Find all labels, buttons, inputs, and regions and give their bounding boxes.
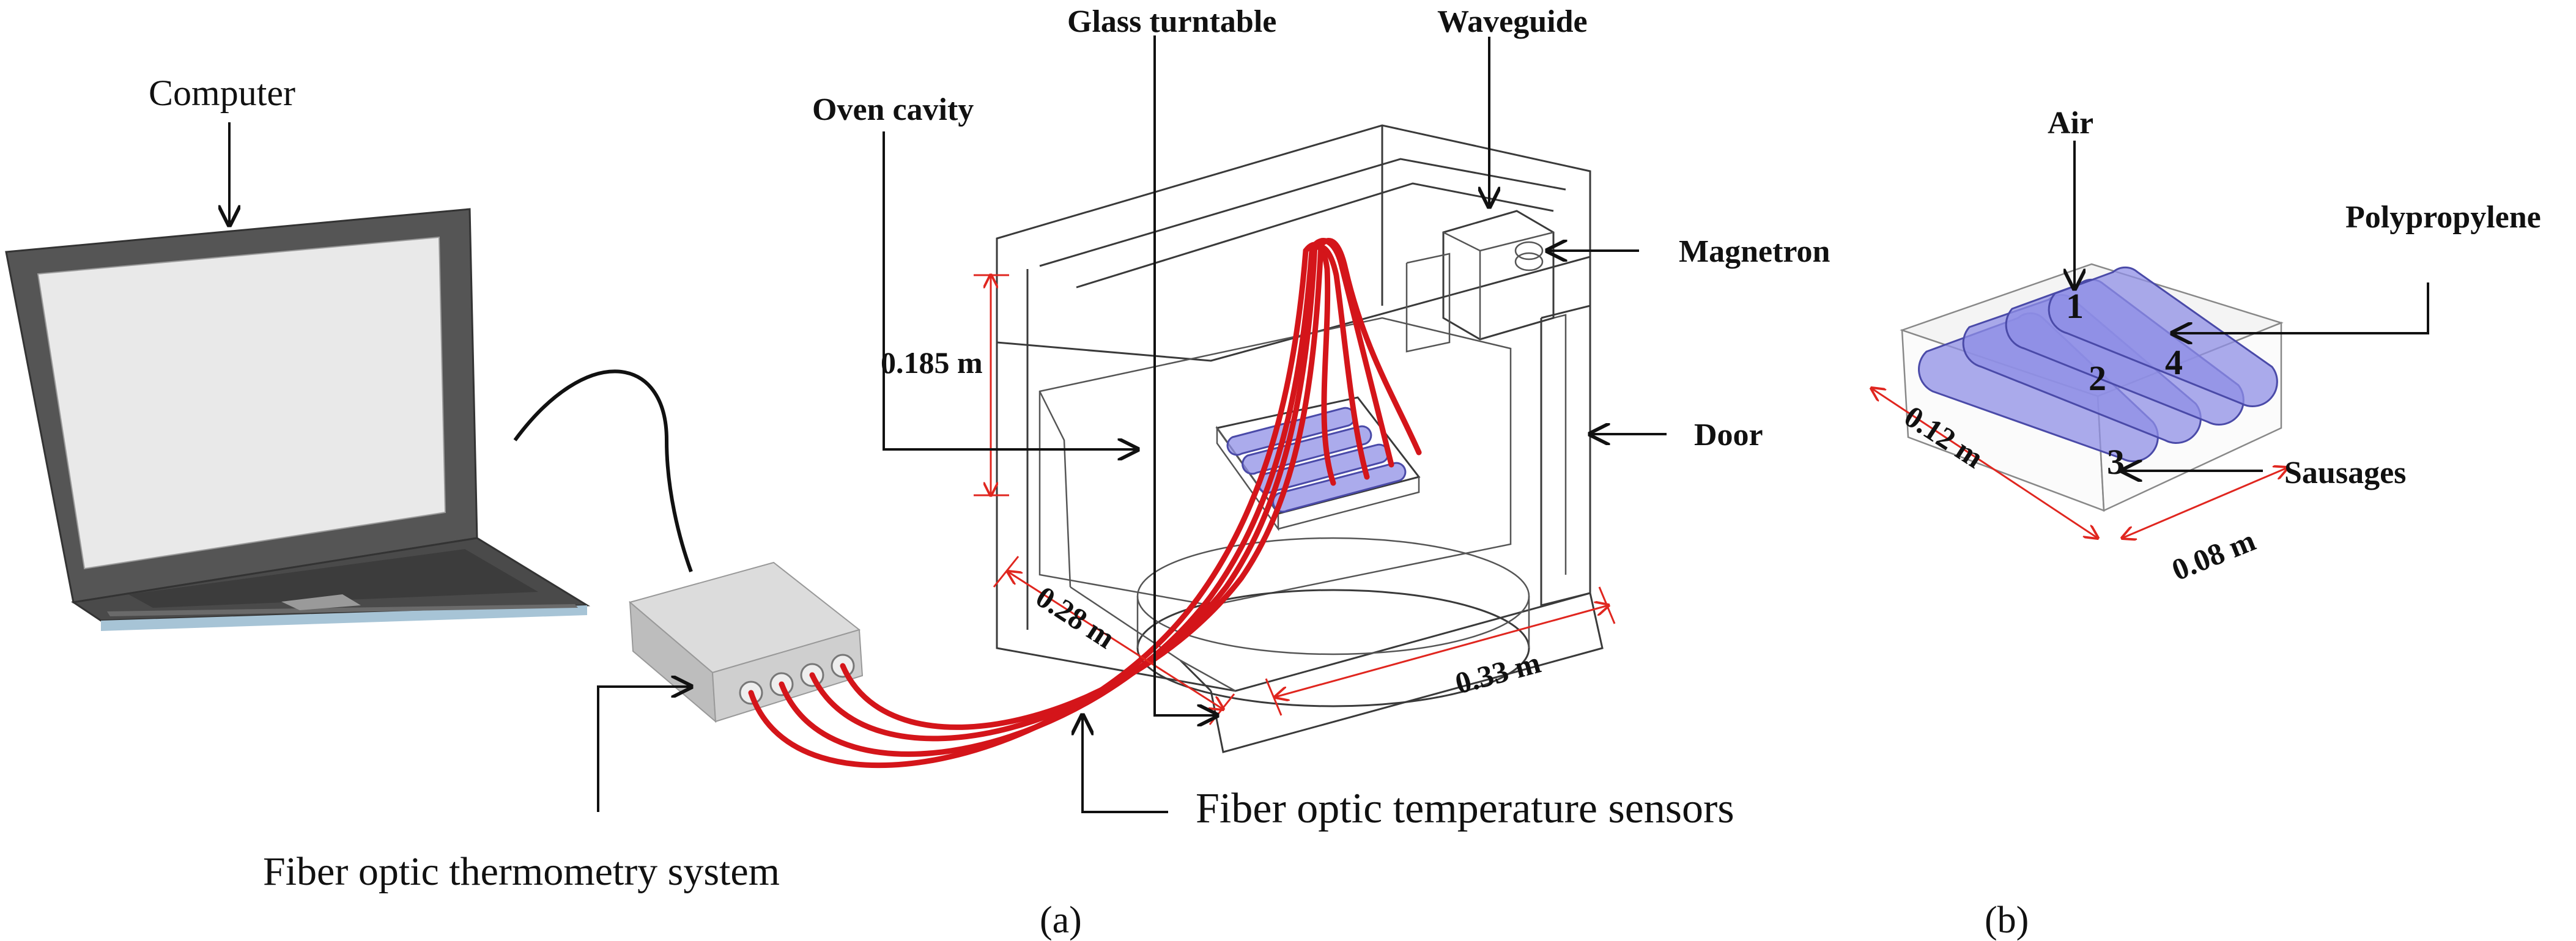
oven-depth-dimension <box>993 556 1235 725</box>
polypropylene-label: Polypropylene <box>2345 200 2541 235</box>
fiber-sensors-label: Fiber optic temperature sensors <box>1196 785 1734 832</box>
magnetron-label: Magnetron <box>1679 234 1830 269</box>
sausages-label: Sausages <box>2284 456 2406 490</box>
waveguide-label: Waveguide <box>1437 4 1588 39</box>
oven-height-label: 0.185 m <box>881 345 983 380</box>
panel-b-label: (b) <box>1985 899 2029 941</box>
glass-turntable-label: Glass turntable <box>1067 4 1276 39</box>
fiber-sensors-arrow <box>1083 715 1168 813</box>
box-width-label: 0.08 m <box>2167 523 2260 587</box>
door-label: Door <box>1694 418 1763 452</box>
sausage-number-2: 2 <box>2089 358 2106 398</box>
fiber-optic-sensors <box>748 238 1422 769</box>
laptop-computer <box>5 208 591 631</box>
sausage-number-3: 3 <box>2107 442 2125 482</box>
computer-label: Computer <box>149 73 295 113</box>
oven-cavity-label: Oven cavity <box>812 92 974 127</box>
air-label: Air <box>2048 106 2093 141</box>
thermometry-system-label: Fiber optic thermometry system <box>263 849 780 894</box>
oven-height-dimension <box>974 275 1009 495</box>
thermometry-box <box>628 561 864 723</box>
panel-a-label: (a) <box>1040 899 1082 941</box>
sausage-number-1: 1 <box>2066 286 2084 326</box>
oven-width-label: 0.33 m <box>1451 645 1544 701</box>
polypropylene-arrow <box>2172 282 2429 333</box>
box-width-dimension <box>2122 468 2287 538</box>
oven-width-dimension <box>1265 586 1616 716</box>
usb-cable <box>513 369 693 573</box>
thermometry-arrow <box>597 687 691 812</box>
box-length-dimension <box>1871 388 2098 538</box>
glass-turntable-arrow <box>1153 35 1217 715</box>
oven-cavity-arrow <box>883 131 1138 449</box>
sausage-number-4: 4 <box>2165 342 2183 382</box>
